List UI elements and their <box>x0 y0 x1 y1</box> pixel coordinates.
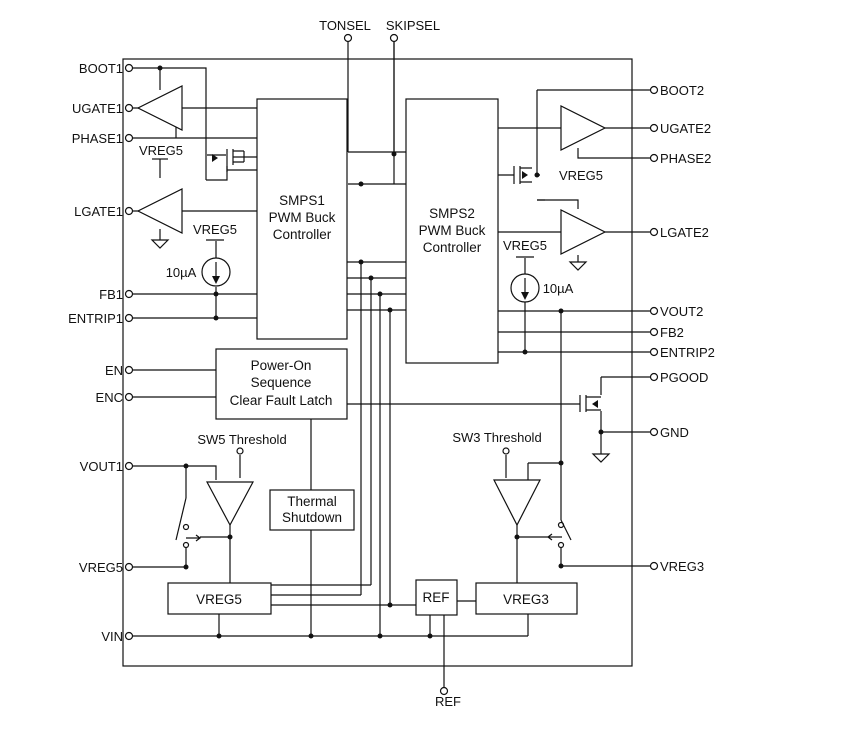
smps2-line1: SMPS2 <box>429 206 475 221</box>
smps2-line2: PWM Buck <box>419 223 486 238</box>
ugate1-driver <box>136 85 183 131</box>
vreg5-block-label: VREG5 <box>196 592 242 607</box>
smps1-line2: PWM Buck <box>269 210 336 225</box>
pin-vreg3: VREG3 <box>660 559 704 574</box>
current-label-2: 10µA <box>543 281 574 296</box>
pin-skipsel: SKIPSEL <box>386 18 440 33</box>
chip-outline <box>122 58 633 667</box>
sw3-threshold-label: SW3 Threshold <box>452 430 541 445</box>
pin-phase1: PHASE1 <box>72 131 123 146</box>
switches <box>175 497 572 549</box>
pin-fb1: FB1 <box>99 287 123 302</box>
pin-fb2: FB2 <box>660 325 684 340</box>
vreg5-label-d: VREG5 <box>503 238 547 253</box>
vreg3-block-label: VREG3 <box>503 592 549 607</box>
wiring <box>133 42 650 688</box>
ugate2-driver <box>560 105 607 151</box>
vreg5-block <box>167 582 272 615</box>
pin-vreg5: VREG5 <box>79 560 123 575</box>
vreg5-label-c: VREG5 <box>559 168 603 183</box>
power-on-line1: Power-On <box>251 358 312 373</box>
pin-lgate1: LGATE1 <box>74 204 123 219</box>
sw3-comparator <box>493 479 541 527</box>
smps2-line3: Controller <box>423 240 482 255</box>
ref-block-label: REF <box>423 590 450 605</box>
pin-gnd: GND <box>660 425 689 440</box>
vreg5-label-a: VREG5 <box>139 143 183 158</box>
sw5-comparator <box>205 481 255 527</box>
pin-tonsel: TONSEL <box>319 18 371 33</box>
pin-lgate2: LGATE2 <box>660 225 709 240</box>
thermal-line1: Thermal <box>287 494 337 509</box>
lgate2-driver <box>560 209 607 255</box>
pin-phase2: PHASE2 <box>660 151 711 166</box>
pin-pgood: PGOOD <box>660 370 708 385</box>
left-pin-labels: BOOT1 UGATE1 PHASE1 LGATE1 FB1 ENTRIP1 E… <box>68 61 123 644</box>
pin-en: EN <box>105 363 123 378</box>
mosfets <box>207 149 601 412</box>
pin-vin: VIN <box>101 629 123 644</box>
ground-symbols <box>150 239 611 463</box>
pin-vout1: VOUT1 <box>80 459 123 474</box>
smps1-block <box>256 98 348 340</box>
current-label-1: 10µA <box>166 265 197 280</box>
pin-entrip1: ENTRIP1 <box>68 311 123 326</box>
pin-ugate2: UGATE2 <box>660 121 711 136</box>
ref-block <box>415 579 458 616</box>
pin-enc: ENC <box>96 390 123 405</box>
power-on-line3: Clear Fault Latch <box>230 393 333 408</box>
thermal-line2: Shutdown <box>282 510 342 525</box>
vreg3-block <box>475 582 578 615</box>
power-on-block <box>215 348 348 420</box>
smps1-line3: Controller <box>273 227 332 242</box>
driver-amplifiers <box>136 85 607 527</box>
lgate1-driver <box>136 188 183 234</box>
pin-ref: REF <box>435 694 461 709</box>
smps1-line1: SMPS1 <box>279 193 325 208</box>
sw5-threshold-label: SW5 Threshold <box>197 432 286 447</box>
junctions <box>157 65 604 639</box>
smps2-block <box>405 98 499 364</box>
pin-ugate1: UGATE1 <box>72 101 123 116</box>
pin-boot2: BOOT2 <box>660 83 704 98</box>
pin-vout2: VOUT2 <box>660 304 703 319</box>
pin-entrip2: ENTRIP2 <box>660 345 715 360</box>
right-pin-labels: BOOT2 UGATE2 PHASE2 LGATE2 VOUT2 FB2 ENT… <box>660 83 715 574</box>
thermal-block <box>269 489 355 531</box>
current-sources <box>201 257 540 303</box>
pin-boot1: BOOT1 <box>79 61 123 76</box>
vreg5-label-b: VREG5 <box>193 222 237 237</box>
power-on-line2: Sequence <box>251 375 312 390</box>
pin-circles <box>124 33 659 696</box>
